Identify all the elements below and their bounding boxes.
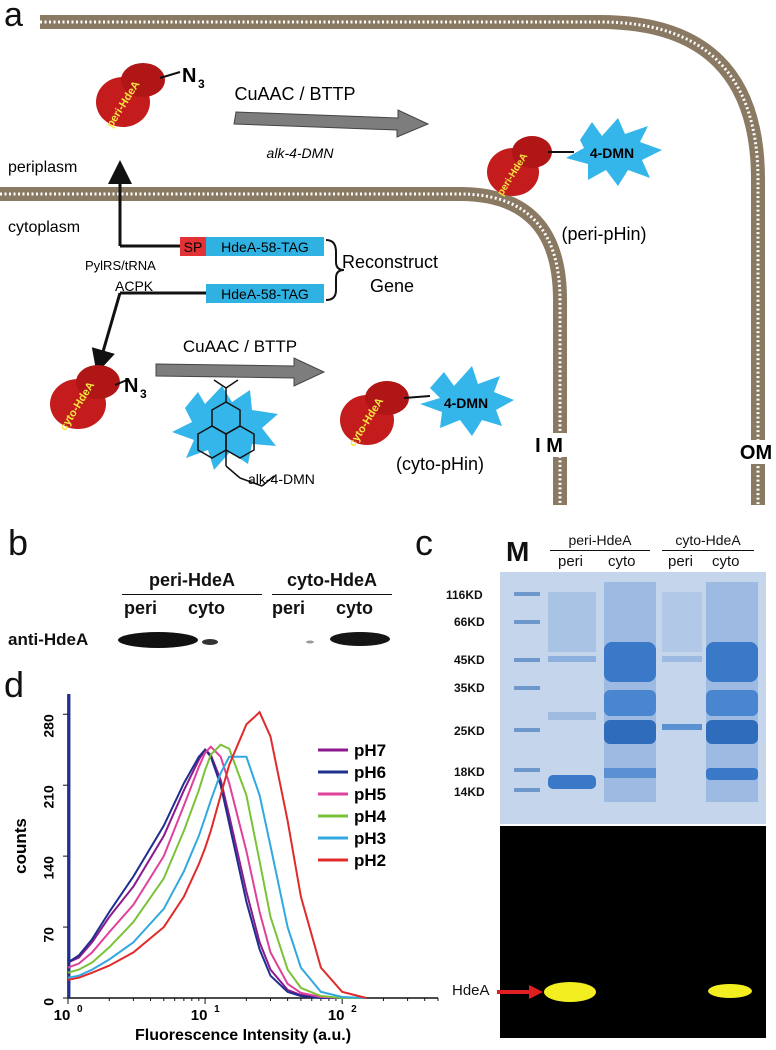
x-tick-label: 10 <box>54 1007 71 1024</box>
cyto-product-label: (cyto-pHin) <box>396 454 484 474</box>
mw-25: 25KD <box>454 724 485 738</box>
om-label: OM <box>740 442 772 464</box>
x-tick-exponent: 1 <box>214 1004 220 1015</box>
gene-box-cyto <box>206 284 324 303</box>
svg-text:3: 3 <box>198 77 205 91</box>
svg-text:N: N <box>124 375 138 397</box>
panel-c-label: c <box>415 522 433 563</box>
panel-c-lane-2: cyto <box>608 553 636 570</box>
mw-18: 18KD <box>454 765 485 779</box>
mw-35: 35KD <box>454 681 485 695</box>
panel-b-group-peri: peri-HdeA <box>148 570 235 590</box>
panel-b-group-cyto: cyto-HdeA <box>286 570 377 590</box>
y-tick-label: 70 <box>41 927 57 943</box>
svg-text:SP: SP <box>184 239 203 255</box>
y-tick-label: 140 <box>41 856 57 880</box>
brace <box>325 239 345 301</box>
marker-label: M <box>506 536 530 567</box>
legend-label-ph3: pH3 <box>354 829 386 848</box>
panel-b-lane-4: cyto <box>336 598 374 618</box>
x-tick-label: 10 <box>191 1007 208 1024</box>
coomassie-gel <box>500 572 766 824</box>
panel-b-label: b <box>8 522 29 563</box>
x-tick-exponent: 2 <box>351 1004 357 1015</box>
periplasm-label: periplasm <box>8 159 77 176</box>
red-arrow-icon <box>497 985 543 999</box>
svg-text:4-DMN: 4-DMN <box>590 145 634 161</box>
mw-66: 66KD <box>454 615 485 629</box>
panel-b-group-line-peri <box>122 594 262 595</box>
panel-b-group-line-cyto <box>272 594 392 595</box>
panel-d-label: d <box>4 664 25 705</box>
legend-label-ph4: pH4 <box>354 807 387 826</box>
svg-text:4-DMN: 4-DMN <box>444 395 488 411</box>
panel-c-group-line-peri <box>550 550 650 551</box>
legend-label-ph5: pH5 <box>354 785 386 804</box>
cytoplasm-label: cytoplasm <box>8 219 80 236</box>
anti-hdea-label: anti-HdeA <box>8 630 89 649</box>
im-label: I M <box>535 435 563 457</box>
legend-label-ph2: pH2 <box>354 851 386 870</box>
svg-text:HdeA-58-TAG: HdeA-58-TAG <box>221 286 309 302</box>
panel-b-lane-1: peri <box>124 598 158 618</box>
peri-hdea-protein: peri-HdeA <box>96 63 165 130</box>
fluor-burst-cyto <box>420 366 514 436</box>
cyto-product-protein: cyto-HdeA <box>340 381 409 449</box>
svg-text:Gene: Gene <box>370 276 414 296</box>
inner-membrane <box>0 187 567 505</box>
reaction-arrow-bottom <box>155 357 326 387</box>
peri-product-label: (peri-pHin) <box>561 224 646 244</box>
legend-label-ph7: pH7 <box>354 741 386 760</box>
series-line-ph7 <box>67 748 367 999</box>
reconstruct-label: Reconstruct <box>342 252 438 272</box>
gene-box-peri <box>206 237 324 256</box>
series-line-ph5 <box>67 745 367 999</box>
series-line-ph2 <box>67 710 367 999</box>
x-tick-label: 10 <box>328 1007 345 1024</box>
mw-45: 45KD <box>454 653 485 667</box>
svg-text:HdeA-58-TAG: HdeA-58-TAG <box>221 239 309 255</box>
legend-label-ph6: pH6 <box>354 763 386 782</box>
panel-c-group-peri: peri-HdeA <box>568 532 632 548</box>
sp-box <box>180 237 206 256</box>
peri-product-protein: peri-HdeA <box>487 136 552 198</box>
panel-c-lane-3: peri <box>668 553 694 570</box>
pylrs-label: PylRS/tRNA <box>85 258 156 273</box>
series-line-ph3 <box>67 755 367 999</box>
y-tick-label: 0 <box>41 998 57 1006</box>
reaction-arrow-top <box>233 109 430 138</box>
alk-4-dmn-structure <box>172 379 278 487</box>
svg-text:3: 3 <box>140 387 147 401</box>
outer-membrane <box>40 15 765 505</box>
western-blot <box>118 632 390 648</box>
azide-label: N <box>182 65 196 87</box>
reagent-top-label: alk-4-DMN <box>267 145 335 161</box>
reaction-bottom-label: CuAAC / BTTP <box>183 337 297 356</box>
panel-b-lane-2: cyto <box>188 598 226 618</box>
panel-c-group-line-cyto <box>662 550 754 551</box>
cyto-hdea-protein: cyto-HdeA <box>50 365 120 433</box>
panel-a-diagram: peri-HdeA N 3 CuAAC / BTTP alk-4-DMN per… <box>0 15 776 505</box>
hdea-band-label: HdeA <box>452 982 490 999</box>
panel-c-lane-4: cyto <box>712 553 740 570</box>
mw-14: 14KD <box>454 785 485 799</box>
reaction-top-label: CuAAC / BTTP <box>234 84 355 104</box>
y-axis-label: counts <box>11 818 30 874</box>
reagent-bottom-label: alk-4-DMN <box>248 471 315 487</box>
series-line-ph4 <box>67 743 367 999</box>
x-tick-exponent: 0 <box>77 1004 83 1015</box>
acpk-label: ACPK <box>115 278 154 294</box>
fluorescence-gel <box>500 826 766 1038</box>
y-tick-label: 210 <box>41 785 57 809</box>
panel-c-group-cyto: cyto-HdeA <box>675 532 741 548</box>
x-axis-label: Fluorescence Intensity (a.u.) <box>135 1027 351 1044</box>
panel-c-lane-1: peri <box>558 553 584 570</box>
panel-a-label: a <box>4 0 23 34</box>
fluor-burst-peri <box>566 118 662 186</box>
panel-b-lane-3: peri <box>272 598 306 618</box>
series-line-ph6 <box>67 748 367 999</box>
y-tick-label: 280 <box>41 714 57 738</box>
mw-116: 116KD <box>446 588 483 602</box>
